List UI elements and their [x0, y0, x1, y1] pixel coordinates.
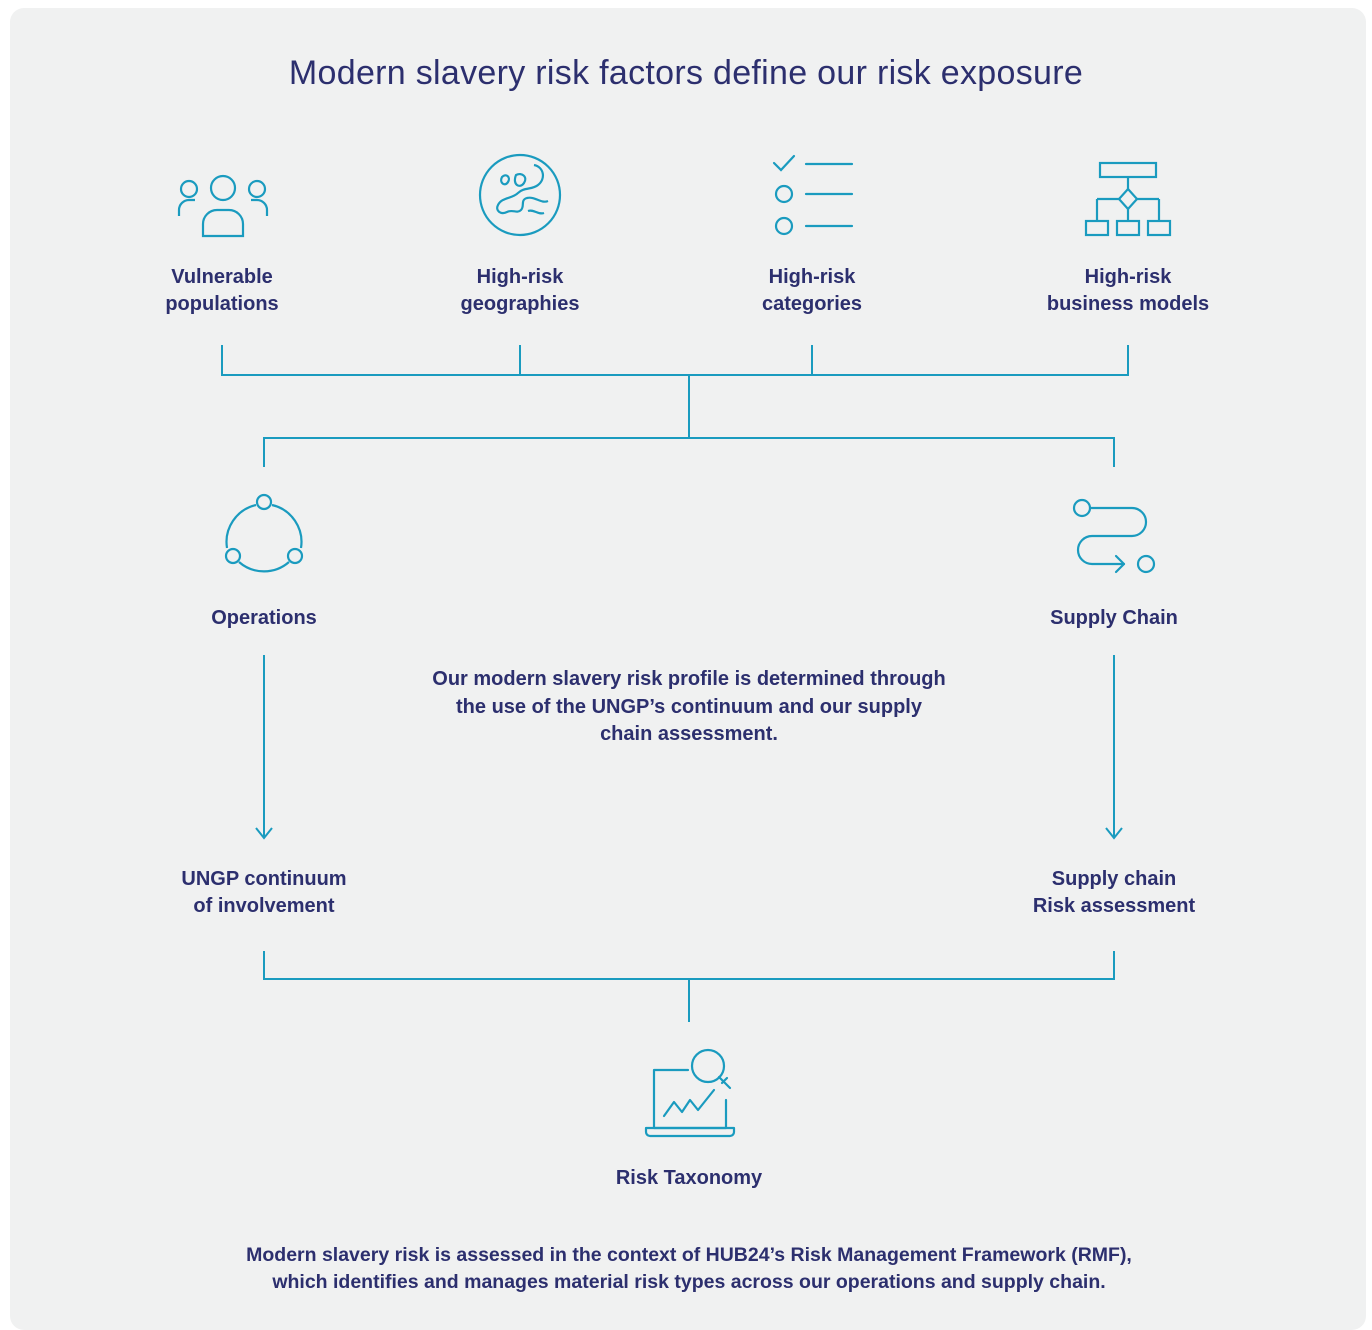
operations-label: Operations — [211, 607, 317, 629]
route-icon — [1072, 498, 1156, 574]
cycle-icon — [224, 493, 304, 573]
page-title: Modern slavery risk factors define our r… — [288, 54, 1084, 92]
org-chart-icon — [1084, 161, 1172, 237]
risk-profile-description: Our modern slavery risk profile is deter… — [432, 668, 946, 745]
risk-taxonomy-label: Risk Taxonomy — [615, 1167, 763, 1189]
laptop-analytics-icon — [644, 1048, 736, 1138]
globe-icon — [478, 153, 562, 237]
footer-note: Modern slavery risk is assessed in the c… — [246, 1244, 1132, 1293]
factors-bracket — [221, 345, 1129, 376]
split-bracket — [263, 437, 1115, 467]
checklist-icon — [772, 154, 854, 236]
merge-bracket — [263, 951, 1115, 980]
people-group-icon — [177, 174, 269, 238]
supply-chain-label: Supply Chain — [1050, 607, 1178, 629]
